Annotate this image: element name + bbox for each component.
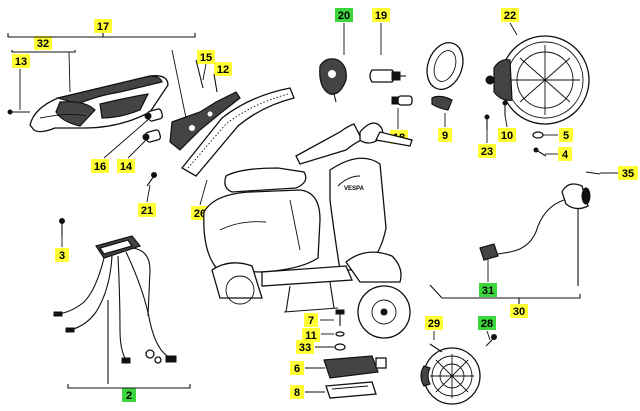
screw-3-icon: [59, 218, 65, 236]
label-26: 6: [294, 363, 300, 375]
tail-light-bracket: [169, 59, 241, 151]
leader-lines: [19, 22, 618, 393]
label-3-hl: [501, 8, 519, 22]
label-28: 29: [428, 318, 440, 330]
label-27: 8: [294, 387, 300, 399]
label-18-hl: [138, 203, 156, 217]
label-18: 21: [141, 205, 153, 217]
label-22-hl: [510, 304, 528, 318]
label-25-hl: [296, 340, 314, 354]
label-12: 5: [563, 130, 569, 142]
stop-switch-cable: [479, 183, 591, 286]
label-2-hl: [372, 8, 390, 22]
label-10-hl: [438, 128, 452, 142]
label-28-hl: [425, 316, 443, 330]
label-25: 33: [299, 342, 311, 354]
label-13: 23: [481, 146, 493, 158]
bulbs-16-14: [142, 108, 164, 143]
label-5-hl: [34, 36, 52, 50]
screw-13-icon: [7, 109, 30, 115]
horn: [420, 343, 481, 405]
label-13-hl: [478, 144, 496, 158]
tail-light-housing: [29, 75, 169, 133]
reflector-9: [426, 42, 464, 111]
label-1-hl: [335, 8, 353, 22]
label-14-hl: [558, 147, 572, 161]
label-24-hl: [302, 328, 320, 342]
label-29-hl: [478, 316, 496, 330]
label-30: 2: [126, 390, 132, 402]
label-10: 9: [442, 130, 448, 142]
switch-20: [319, 58, 347, 103]
label-1: 20: [338, 10, 350, 22]
label-19: 26: [194, 208, 206, 220]
label-17: 14: [120, 161, 133, 173]
label-16-hl: [91, 159, 109, 173]
label-8-hl: [214, 62, 232, 76]
label-20-hl: [55, 248, 69, 262]
brand-text: VESPA: [344, 186, 365, 192]
label-17-hl: [117, 159, 135, 173]
label-20: 3: [59, 250, 65, 262]
bulb-18: [391, 95, 413, 106]
gasket-26: [181, 87, 295, 177]
bulb-21-icon: [146, 172, 157, 187]
scooter-body: VESPA: [203, 122, 413, 339]
regulator-stack: [323, 309, 387, 399]
bracket-lines: [7, 33, 581, 389]
label-15-hl: [618, 166, 638, 180]
label-30-hl: [122, 388, 136, 402]
bulb-19: [369, 69, 406, 83]
label-3: 22: [504, 10, 516, 22]
label-16: 16: [94, 161, 106, 173]
label-22: 30: [513, 306, 525, 318]
label-7: 15: [200, 52, 212, 64]
label-4-hl: [94, 19, 112, 33]
label-12-hl: [559, 128, 573, 142]
label-23-hl: [304, 313, 318, 327]
screw-28-icon: [485, 334, 497, 347]
label-29: 28: [481, 318, 493, 330]
label-23: 7: [308, 315, 314, 327]
label-24: 11: [305, 330, 317, 342]
label-6: 13: [15, 56, 27, 68]
label-11-hl: [498, 128, 516, 142]
label-7-hl: [197, 50, 215, 64]
screws-10-23-5-4-35: [484, 100, 601, 175]
label-5: 32: [37, 38, 49, 50]
label-26-hl: [290, 361, 304, 375]
label-4: 17: [97, 21, 109, 33]
label-21: 31: [482, 285, 494, 297]
label-2: 19: [375, 10, 387, 22]
label-21-hl: [479, 283, 497, 297]
label-27-hl: [290, 385, 304, 399]
label-6-hl: [12, 54, 30, 68]
wiring-harness: [53, 235, 177, 364]
label-8: 12: [217, 64, 229, 76]
label-11: 10: [501, 130, 513, 142]
label-15: 35: [622, 168, 634, 180]
headlight-22: [485, 35, 590, 125]
label-14: 4: [562, 149, 569, 161]
